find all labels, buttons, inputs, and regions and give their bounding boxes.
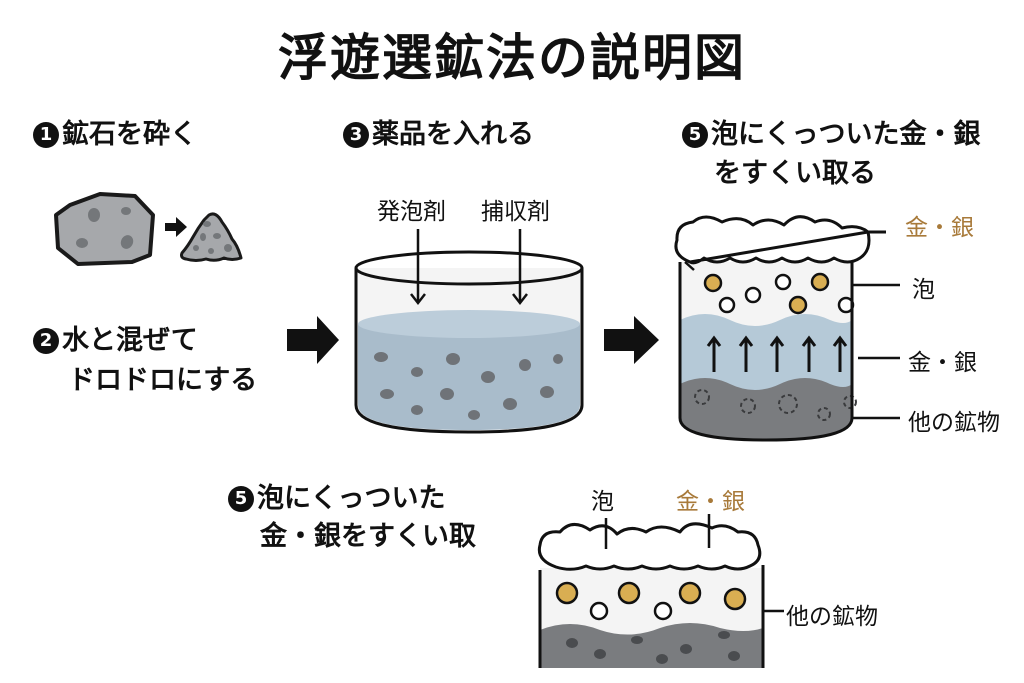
bubble-icon — [589, 601, 609, 621]
arrow-right-bold-icon — [604, 316, 659, 364]
step2-text-line1: 水と混ぜて — [62, 325, 198, 356]
ore-rock-icon — [54, 192, 155, 266]
froth-cloud — [674, 215, 886, 265]
step5-top-text-line1: 泡にくっついた金・銀 — [711, 119, 981, 150]
crushed-ore-pile-icon — [180, 212, 243, 262]
arrow-right-bold-icon — [287, 316, 339, 364]
bubble-icon — [653, 601, 673, 621]
bubble-icon — [744, 286, 762, 304]
gold-silver-label-bottom: 金・銀 — [676, 489, 745, 515]
gold-particle-icon — [617, 581, 641, 605]
gold-particle-icon — [678, 581, 702, 605]
ore-particles — [374, 352, 563, 420]
step5-bottom-text-line2: 金・銀をすくい取 — [260, 521, 476, 552]
step5-bottom-text-line1: 泡にくっついた — [257, 483, 446, 514]
flotation-tank-froth-icon — [674, 215, 886, 442]
step-number-badge: 2 — [33, 328, 59, 354]
step-number-badge: 5 — [228, 486, 254, 512]
gold-silver-froth-label: 金・銀 — [905, 215, 974, 241]
gold-particle-icon — [723, 587, 747, 611]
other-minerals-label: 他の鉱物 — [908, 410, 1000, 436]
step1-text: 鉱石を砕く — [62, 119, 197, 150]
other-mineral-particles — [566, 631, 740, 664]
rising-arrows — [706, 335, 848, 372]
step-number-badge: 5 — [682, 122, 708, 148]
step-number-badge: 3 — [343, 122, 369, 148]
leader-lines — [852, 283, 900, 420]
gold-particle-icon — [703, 273, 723, 293]
other-mineral-particles — [694, 389, 857, 421]
page-title: 浮遊選鉱法の説明図 — [278, 29, 746, 87]
frother-label: 発泡剤 — [377, 199, 446, 225]
collector-label: 捕収剤 — [481, 199, 550, 225]
gold-particle-icon — [788, 295, 808, 315]
froth-cloud — [537, 522, 762, 571]
gold-particle-icon — [555, 581, 579, 605]
step3-text: 薬品を入れる — [372, 119, 534, 150]
gold-silver-rising-label: 金・銀 — [908, 350, 977, 376]
step-number-badge: 1 — [33, 122, 59, 148]
flotation-tank-icon — [354, 229, 584, 434]
arrow-right-icon — [165, 217, 187, 237]
step2-text-line2: ドロドロにする — [68, 365, 258, 396]
froth-label: 泡 — [912, 277, 935, 303]
flotation-tank-bottom-icon — [537, 514, 784, 668]
froth-contents — [703, 272, 855, 315]
other-minerals-label-bottom: 他の鉱物 — [786, 604, 878, 630]
reagent-arrows — [410, 229, 528, 306]
bubble-icon — [718, 296, 736, 314]
bubble-icon — [774, 273, 792, 291]
froth-label-bottom: 泡 — [591, 489, 614, 515]
step5-top-text-line2: をすくい取る — [714, 158, 876, 189]
gold-particle-icon — [810, 272, 830, 292]
